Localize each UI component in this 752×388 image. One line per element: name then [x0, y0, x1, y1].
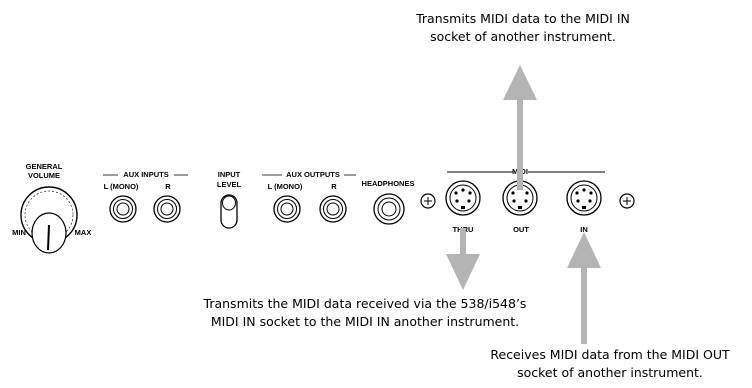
midi-out-socket[interactable]: [502, 180, 538, 216]
panel-screw-right: [619, 193, 635, 209]
midi-out-arrow: [503, 65, 537, 190]
midi-thru-arrow: [446, 228, 480, 290]
aux-inputs-label: AUX INPUTS: [123, 170, 168, 179]
headphones-jack[interactable]: [373, 193, 405, 225]
aux-in-left-label: L (MONO): [104, 182, 139, 191]
aux-out-right-jack[interactable]: [319, 195, 347, 223]
midi-in-arrow: [567, 232, 601, 344]
panel-screw-left: [420, 193, 436, 209]
input-level-label-line1: INPUT: [218, 170, 241, 179]
aux-out-left-label: L (MONO): [268, 182, 303, 191]
midi-out-label: OUT: [513, 225, 529, 234]
midi-in-annotation: Receives MIDI data from the MIDI OUT soc…: [472, 346, 748, 382]
aux-in-right-jack[interactable]: [153, 195, 181, 223]
midi-in-annotation-line1: Receives MIDI data from the MIDI OUT: [490, 347, 730, 362]
midi-in-socket[interactable]: [566, 180, 602, 216]
aux-in-right-label: R: [165, 182, 171, 191]
aux-out-right-label: R: [331, 182, 337, 191]
midi-thru-annotation: Transmits the MIDI data received via the…: [170, 295, 560, 331]
aux-outputs-label: AUX OUTPUTS: [286, 170, 340, 179]
headphones-label: HEADPHONES: [362, 179, 415, 188]
midi-out-annotation: Transmits MIDI data to the MIDI IN socke…: [388, 10, 658, 46]
volume-max-label: MAX: [75, 228, 92, 237]
midi-out-annotation-line1: Transmits MIDI data to the MIDI IN: [416, 11, 630, 26]
midi-out-annotation-line2: socket of another instrument.: [430, 29, 616, 44]
general-volume-knob[interactable]: [20, 186, 78, 254]
input-level-knob[interactable]: [220, 194, 238, 229]
midi-thru-annotation-line2: MIDI IN socket to the MIDI IN another in…: [210, 314, 520, 329]
general-volume-label-line1: GENERAL: [26, 162, 63, 171]
midi-in-annotation-line2: socket of another instrument.: [517, 365, 703, 380]
general-volume-label-line2: VOLUME: [28, 171, 60, 180]
aux-in-left-jack[interactable]: [109, 195, 137, 223]
volume-min-label: MIN: [12, 228, 26, 237]
midi-in-label: IN: [580, 225, 588, 234]
aux-out-left-jack[interactable]: [273, 195, 301, 223]
input-level-label-line2: LEVEL: [217, 180, 242, 189]
midi-thru-annotation-line1: Transmits the MIDI data received via the…: [203, 296, 527, 311]
midi-thru-socket[interactable]: [445, 180, 481, 216]
